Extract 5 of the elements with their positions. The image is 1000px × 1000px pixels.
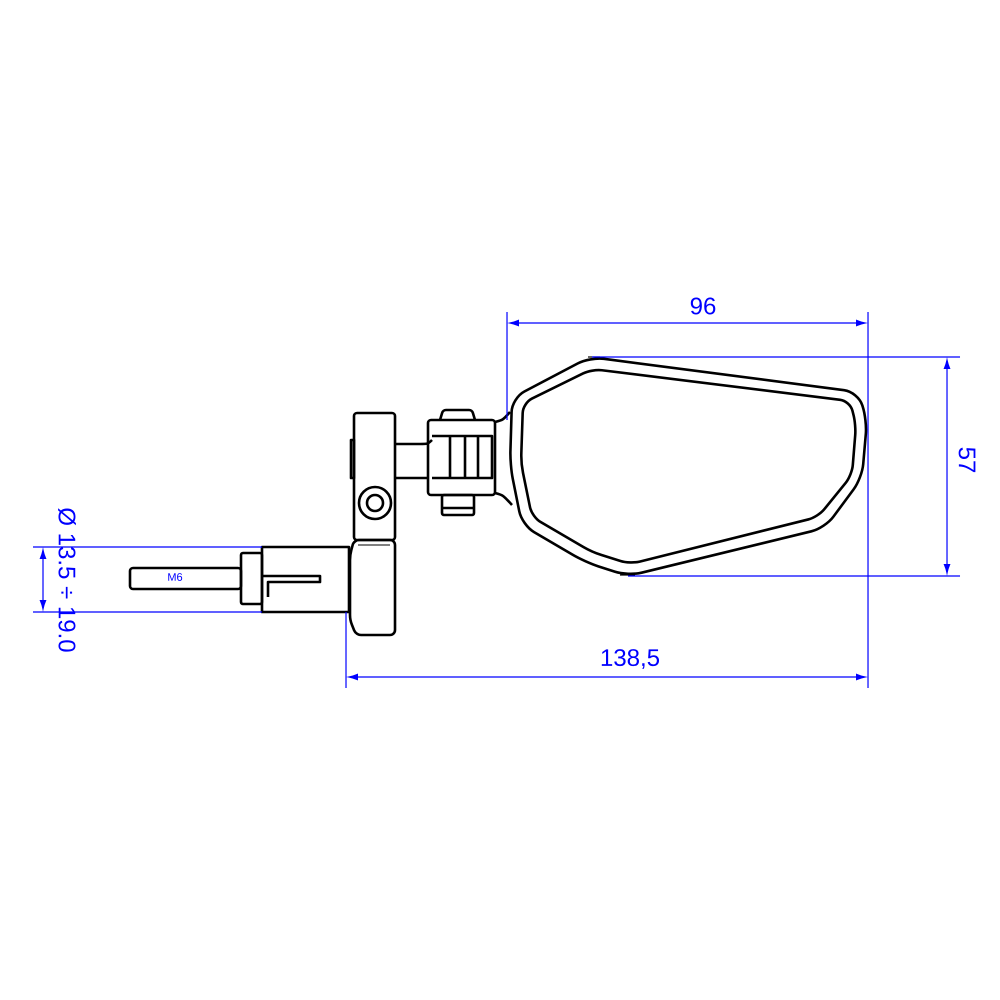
dimension-label: M6 <box>168 573 182 581</box>
dimension-label: 57 <box>958 448 976 472</box>
dimension-label: Ø 13.5 ÷ 19.0 <box>58 508 76 652</box>
dimension-label: 96 <box>690 298 716 314</box>
dimension-label: 138,5 <box>602 649 660 669</box>
